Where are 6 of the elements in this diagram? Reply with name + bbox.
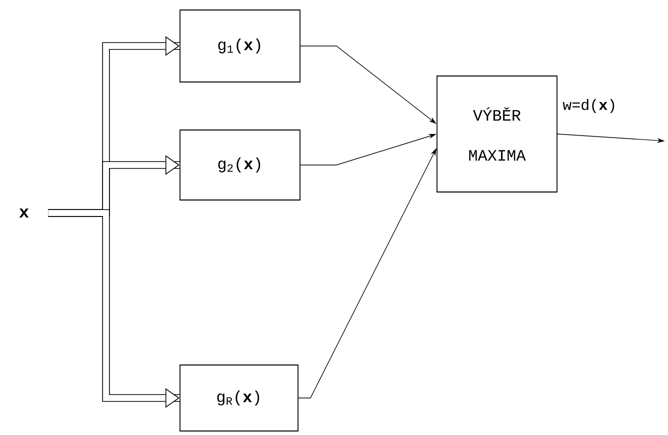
process-box: g$_{1}$(x) [180, 10, 300, 82]
input-label: x [19, 208, 29, 218]
process-box: VÝBĚR MAXIMA [436, 76, 558, 192]
process-box: g$_{2}$(x) [180, 130, 300, 200]
edge-label: w=d(x) [562, 98, 618, 114]
process-box: g$_{R}$(x) [180, 364, 298, 432]
